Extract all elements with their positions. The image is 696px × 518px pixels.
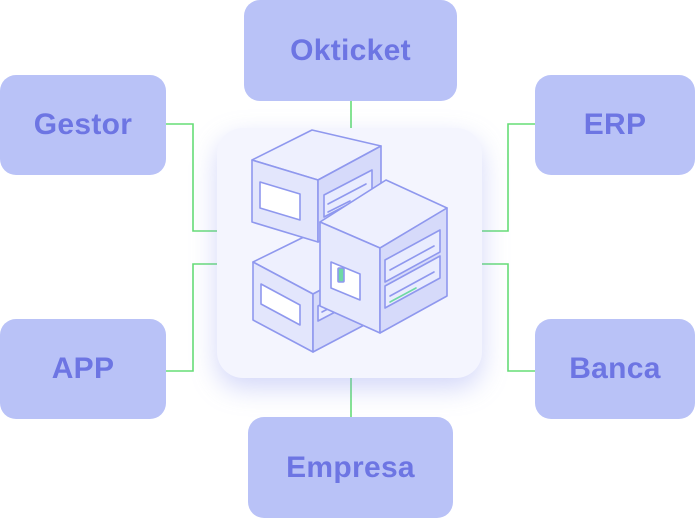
node-erp-label: ERP <box>583 108 647 141</box>
node-gestor: Gestor <box>0 75 166 175</box>
node-app-label: APP <box>51 352 115 385</box>
connector-erp <box>482 123 535 232</box>
server-front-right <box>319 179 448 334</box>
node-okticket: Okticket <box>244 0 457 101</box>
node-empresa: Empresa <box>248 417 453 518</box>
node-gestor-label: Gestor <box>33 108 133 141</box>
connector-app <box>166 263 217 372</box>
node-erp: ERP <box>535 75 695 175</box>
connector-banca <box>482 263 535 372</box>
node-banca: Banca <box>535 319 695 419</box>
node-app: APP <box>0 319 166 419</box>
connector-gestor <box>166 123 217 232</box>
node-empresa-label: Empresa <box>286 450 415 484</box>
node-banca-label: Banca <box>569 352 661 385</box>
node-okticket-label: Okticket <box>290 33 411 67</box>
